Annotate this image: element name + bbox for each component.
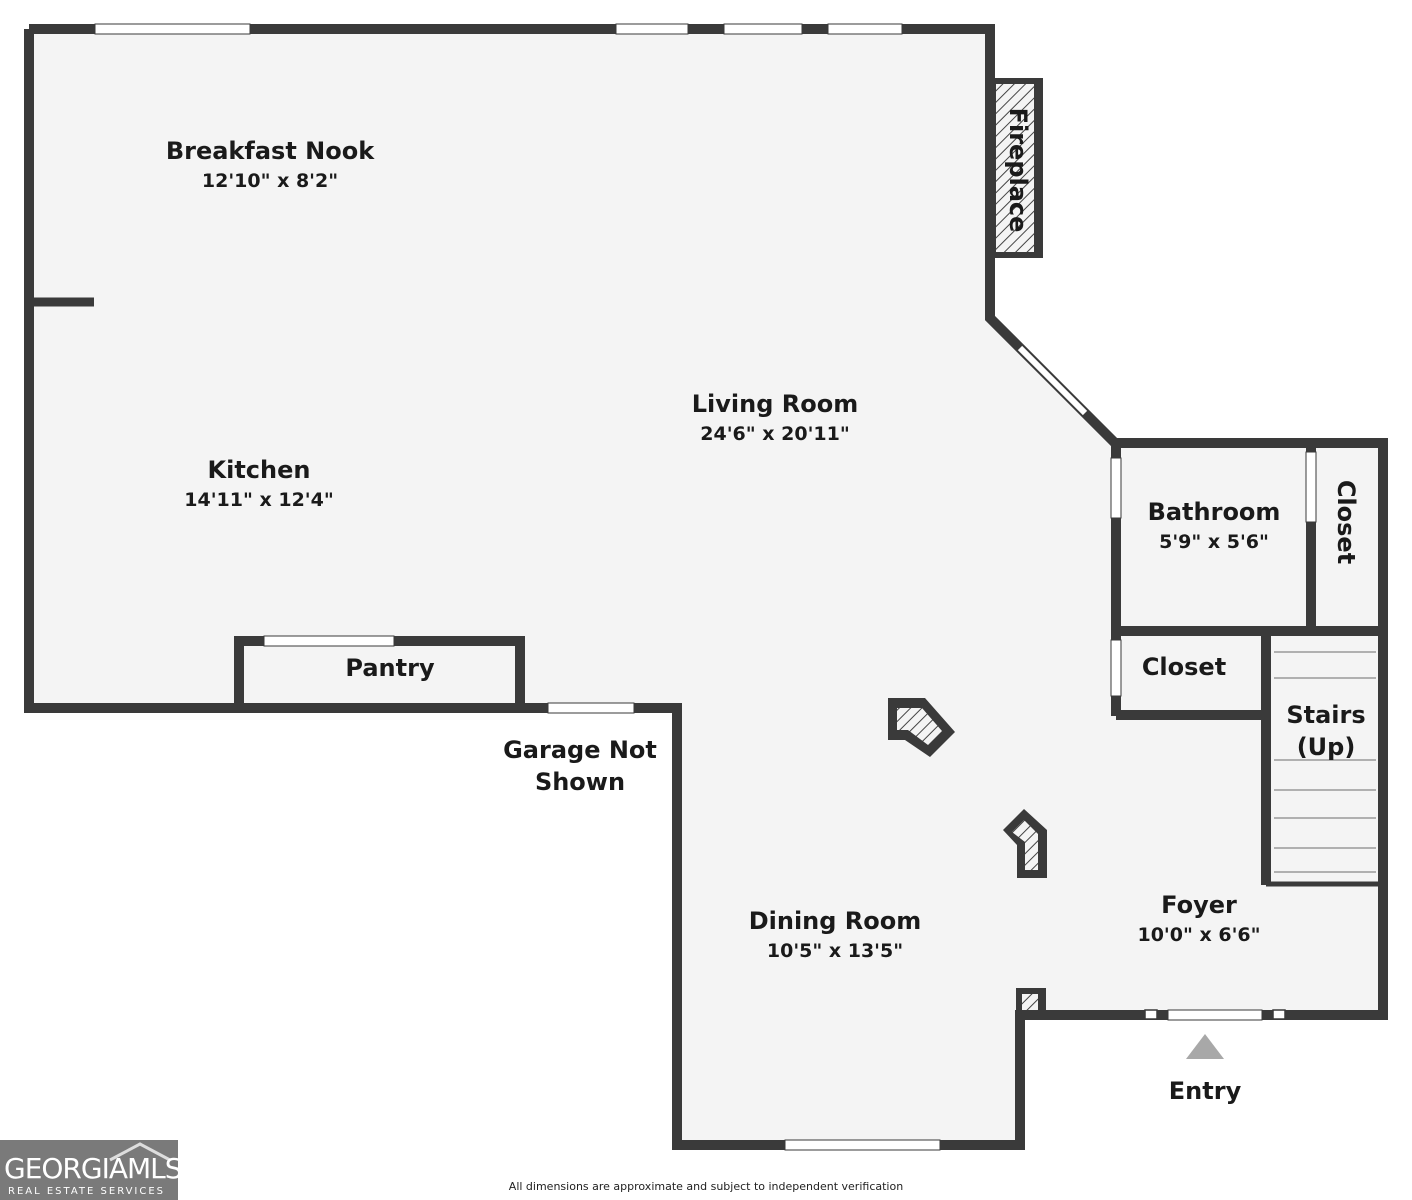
stairs-treads [1274, 651, 1376, 873]
logo-sub-text: REAL ESTATE SERVICES [8, 1186, 166, 1197]
column-3 [1016, 988, 1046, 1018]
roof-icon [109, 1142, 171, 1162]
foyer-dims: 10'0" x 6'6" [1137, 924, 1260, 946]
floor-area [29, 29, 1383, 1145]
bathroom-dims: 5'9" x 5'6" [1159, 531, 1269, 553]
entry-label: Entry [1169, 1077, 1242, 1105]
georgia-mls-logo: GEORGIAMLS REAL ESTATE SERVICES [0, 1140, 183, 1200]
disclaimer: All dimensions are approximate and subje… [508, 1180, 904, 1193]
kitchen-label: Kitchen [208, 456, 311, 484]
kitchen-dims: 14'11" x 12'4" [184, 489, 333, 511]
closet-lower-label: Closet [1142, 653, 1226, 681]
entry-sidelights [1144, 1009, 1286, 1020]
bay-window [1017, 345, 1088, 416]
breakfast-nook-label: Breakfast Nook [166, 137, 375, 165]
living-room-dims: 24'6" x 20'11" [700, 423, 849, 445]
bathroom-label: Bathroom [1148, 498, 1281, 526]
garage-label-line1: Garage Not [503, 736, 657, 764]
fireplace-box [990, 78, 1043, 258]
foyer-label: Foyer [1161, 891, 1237, 919]
dining-room-dims: 10'5" x 13'5" [767, 940, 903, 962]
stairs-label-line2: (Up) [1297, 733, 1356, 761]
windows [94, 23, 1317, 1151]
garage-label-line2: Shown [535, 768, 625, 796]
closet-upper-label: Closet [1332, 480, 1360, 564]
logo-main-text: GEORGIAMLS [4, 1152, 183, 1185]
entry-arrow-icon [1186, 1034, 1224, 1059]
living-room-label: Living Room [692, 390, 858, 418]
stairs-label-line1: Stairs [1286, 701, 1365, 729]
dining-room-label: Dining Room [749, 907, 922, 935]
column-1 [888, 698, 955, 757]
column-2 [1003, 809, 1047, 878]
fireplace-label: Fireplace [1004, 108, 1032, 233]
breakfast-nook-dims: 12'10" x 8'2" [202, 170, 338, 192]
pantry-label: Pantry [345, 654, 435, 682]
